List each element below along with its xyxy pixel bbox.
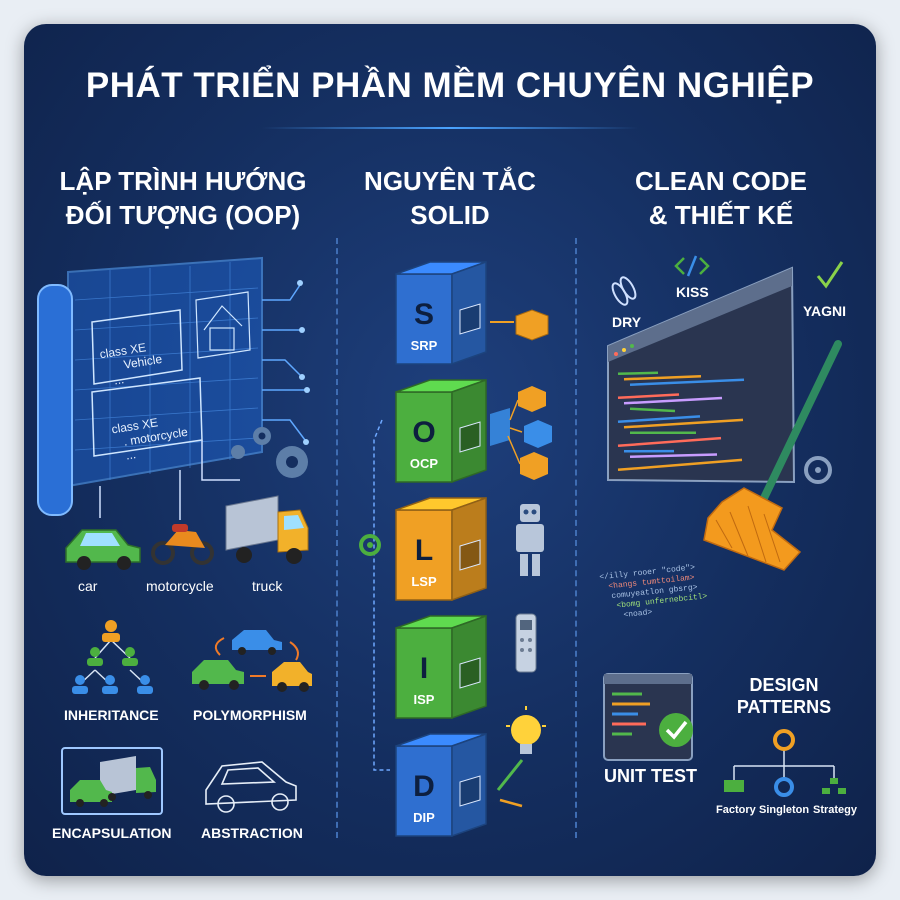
solid-letter-s: S	[414, 298, 434, 331]
blueprint-code-1b: Vehicle	[123, 352, 164, 372]
code-editor-window	[607, 266, 796, 484]
oop-title-line1: LẬP TRÌNH HƯỚNG	[59, 166, 307, 196]
pattern-strategy: Strategy	[813, 804, 858, 816]
unit-test-icon	[603, 673, 693, 761]
broom-icon	[703, 340, 842, 571]
design-patterns-icon	[724, 729, 846, 797]
concept-polymorphism: POLYMORPHISM	[193, 707, 307, 723]
design-patterns-line1: DESIGN	[749, 675, 819, 695]
pattern-factory: Factory	[716, 804, 756, 816]
solid-cube-ocp: O OCP	[395, 378, 487, 484]
code-line	[617, 436, 722, 448]
solid-letter-o: O	[412, 416, 435, 449]
car-icon	[65, 529, 141, 570]
title-underline	[262, 127, 638, 129]
code-line	[623, 396, 723, 405]
ocp-small-cubes-icon	[490, 386, 552, 480]
scattered-code-icon: </illy rooer "code"> <hangs tumttoilam> …	[599, 563, 708, 620]
unit-test-label: UNIT TEST	[604, 766, 697, 786]
code-line	[629, 407, 676, 413]
code-line	[617, 393, 680, 400]
solid-title-line1: NGUYÊN TẮC	[364, 166, 536, 196]
solid-letter-d: D	[413, 770, 435, 803]
column-divider-left	[336, 238, 338, 838]
robot-icon	[516, 504, 544, 576]
srp-small-cube-icon	[490, 309, 549, 341]
remote-control-icon	[515, 613, 537, 673]
truck-icon	[225, 495, 309, 564]
page-title: PHÁT TRIỂN PHẦN MỀM CHUYÊN NGHIỆP	[85, 66, 815, 105]
code-line	[623, 418, 744, 429]
code-line	[629, 453, 718, 459]
design-patterns-line2: PATTERNS	[736, 697, 832, 717]
vehicle-label-car: car	[78, 578, 98, 594]
code-line	[629, 378, 745, 387]
oop-title-line2: ĐỐI TƯỢNG (OOP)	[65, 200, 301, 230]
clean-title-line1: CLEAN CODE	[635, 166, 807, 196]
vehicle-label-truck: truck	[252, 578, 283, 594]
encapsulation-icon	[61, 747, 163, 815]
principle-dry: DRY	[612, 314, 642, 330]
solid-name-srp: SRP	[411, 338, 438, 353]
solid-cube-isp: I ISP	[395, 614, 487, 720]
solid-name-isp: ISP	[414, 692, 435, 707]
gear-icon	[804, 456, 832, 484]
design-patterns-title: DESIGN PATTERNS	[732, 674, 836, 718]
clean-title-line2: & THIẾT KẾ	[648, 200, 794, 230]
yagni-icon	[816, 261, 844, 289]
principle-kiss: KISS	[676, 284, 709, 300]
code-line	[617, 458, 743, 472]
dry-icon	[611, 276, 637, 306]
solid-letter-i: I	[420, 652, 428, 685]
gear-icon	[359, 534, 381, 556]
abstraction-icon	[205, 761, 297, 813]
circuit-lines-icon	[262, 284, 306, 441]
column-divider-right	[575, 238, 577, 838]
solid-name-lsp: LSP	[411, 574, 437, 589]
gear-icon	[231, 427, 308, 478]
blueprint-code-2c: ...	[125, 447, 137, 462]
solid-name-ocp: OCP	[410, 456, 439, 471]
solid-cube-lsp: L LSP	[395, 496, 487, 602]
concept-encapsulation: ENCAPSULATION	[52, 825, 172, 841]
code-line	[617, 415, 701, 424]
solid-name-dip: DIP	[413, 810, 435, 825]
code-line	[617, 371, 659, 376]
blueprint-icon	[37, 256, 263, 516]
pattern-singleton: Singleton	[759, 804, 810, 816]
lightbulb-icon	[506, 706, 546, 754]
motorcycle-icon	[151, 524, 214, 565]
svg-text:<noad>: <noad>	[623, 608, 653, 620]
solid-column-title: NGUYÊN TẮC SOLID	[300, 164, 600, 232]
kiss-icon	[674, 255, 710, 277]
clean-column-title: CLEAN CODE & THIẾT KẾ	[571, 164, 871, 232]
vehicle-label-motorcycle: motorcycle	[146, 578, 214, 594]
oop-column-title: LẬP TRÌNH HƯỚNG ĐỐI TƯỢNG (OOP)	[33, 164, 333, 232]
concept-inheritance: INHERITANCE	[64, 707, 159, 723]
solid-cube-srp: S SRP	[395, 260, 487, 366]
solid-cube-dip: D DIP	[395, 732, 487, 838]
concept-abstraction: ABSTRACTION	[201, 825, 303, 841]
solid-letter-l: L	[415, 534, 433, 567]
code-line	[623, 374, 702, 381]
polymorphism-icon	[192, 630, 312, 692]
inheritance-tree-icon	[72, 620, 153, 694]
blueprint-code-1c: ...	[113, 372, 125, 387]
solid-title-line2: SOLID	[410, 200, 490, 230]
principle-yagni: YAGNI	[803, 303, 847, 319]
